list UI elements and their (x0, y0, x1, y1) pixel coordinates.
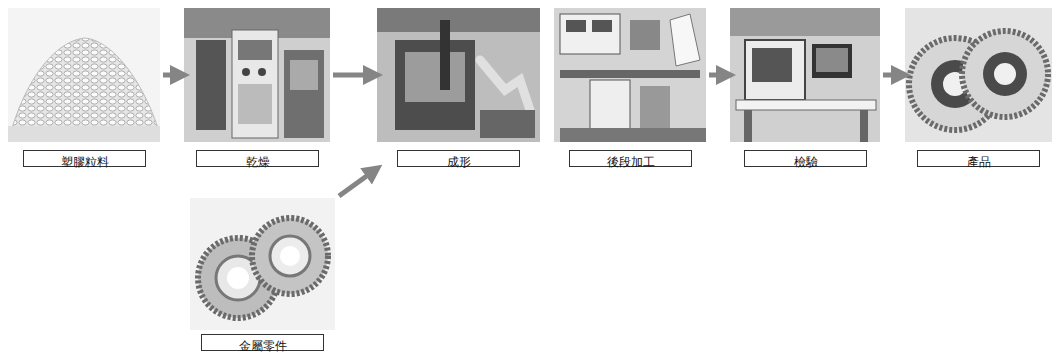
process-step: 產品 (905, 8, 1052, 168)
label-box: 成形 (397, 150, 520, 167)
post-processing-photo (554, 8, 706, 142)
label-box: 金屬零件 (201, 334, 324, 351)
step-label: 塑膠粒料 (61, 155, 109, 169)
step-label: 成形 (447, 155, 471, 169)
flow-arrow (709, 73, 727, 78)
step-label: 檢驗 (794, 155, 818, 169)
step-label: 後段加工 (607, 155, 655, 169)
label-box: 檢驗 (744, 150, 867, 167)
process-step: 塑膠粒料 (8, 8, 160, 168)
process-step: 成形 (377, 8, 540, 168)
label-box: 後段加工 (569, 150, 692, 167)
step-label: 乾燥 (246, 155, 270, 169)
flow-arrow (163, 73, 181, 78)
dryer-photo (184, 8, 330, 142)
label-box: 塑膠粒料 (23, 150, 146, 167)
step-label: 產品 (967, 155, 991, 169)
label-box: 產品 (917, 150, 1040, 167)
process-step: 金屬零件 (190, 198, 335, 352)
molding-machine-photo (377, 8, 540, 142)
pellet-photo (8, 8, 160, 142)
process-step: 後段加工 (554, 8, 706, 168)
metal-part-photo (190, 198, 335, 330)
flow-arrow (883, 73, 902, 78)
label-box: 乾燥 (196, 150, 319, 167)
product-gear-photo (905, 8, 1052, 142)
inspection-photo (730, 8, 880, 142)
process-step: 檢驗 (730, 8, 880, 168)
flow-arrow (333, 73, 374, 78)
flow-arrow (339, 170, 375, 196)
step-label: 金屬零件 (239, 339, 287, 353)
process-step: 乾燥 (184, 8, 330, 168)
